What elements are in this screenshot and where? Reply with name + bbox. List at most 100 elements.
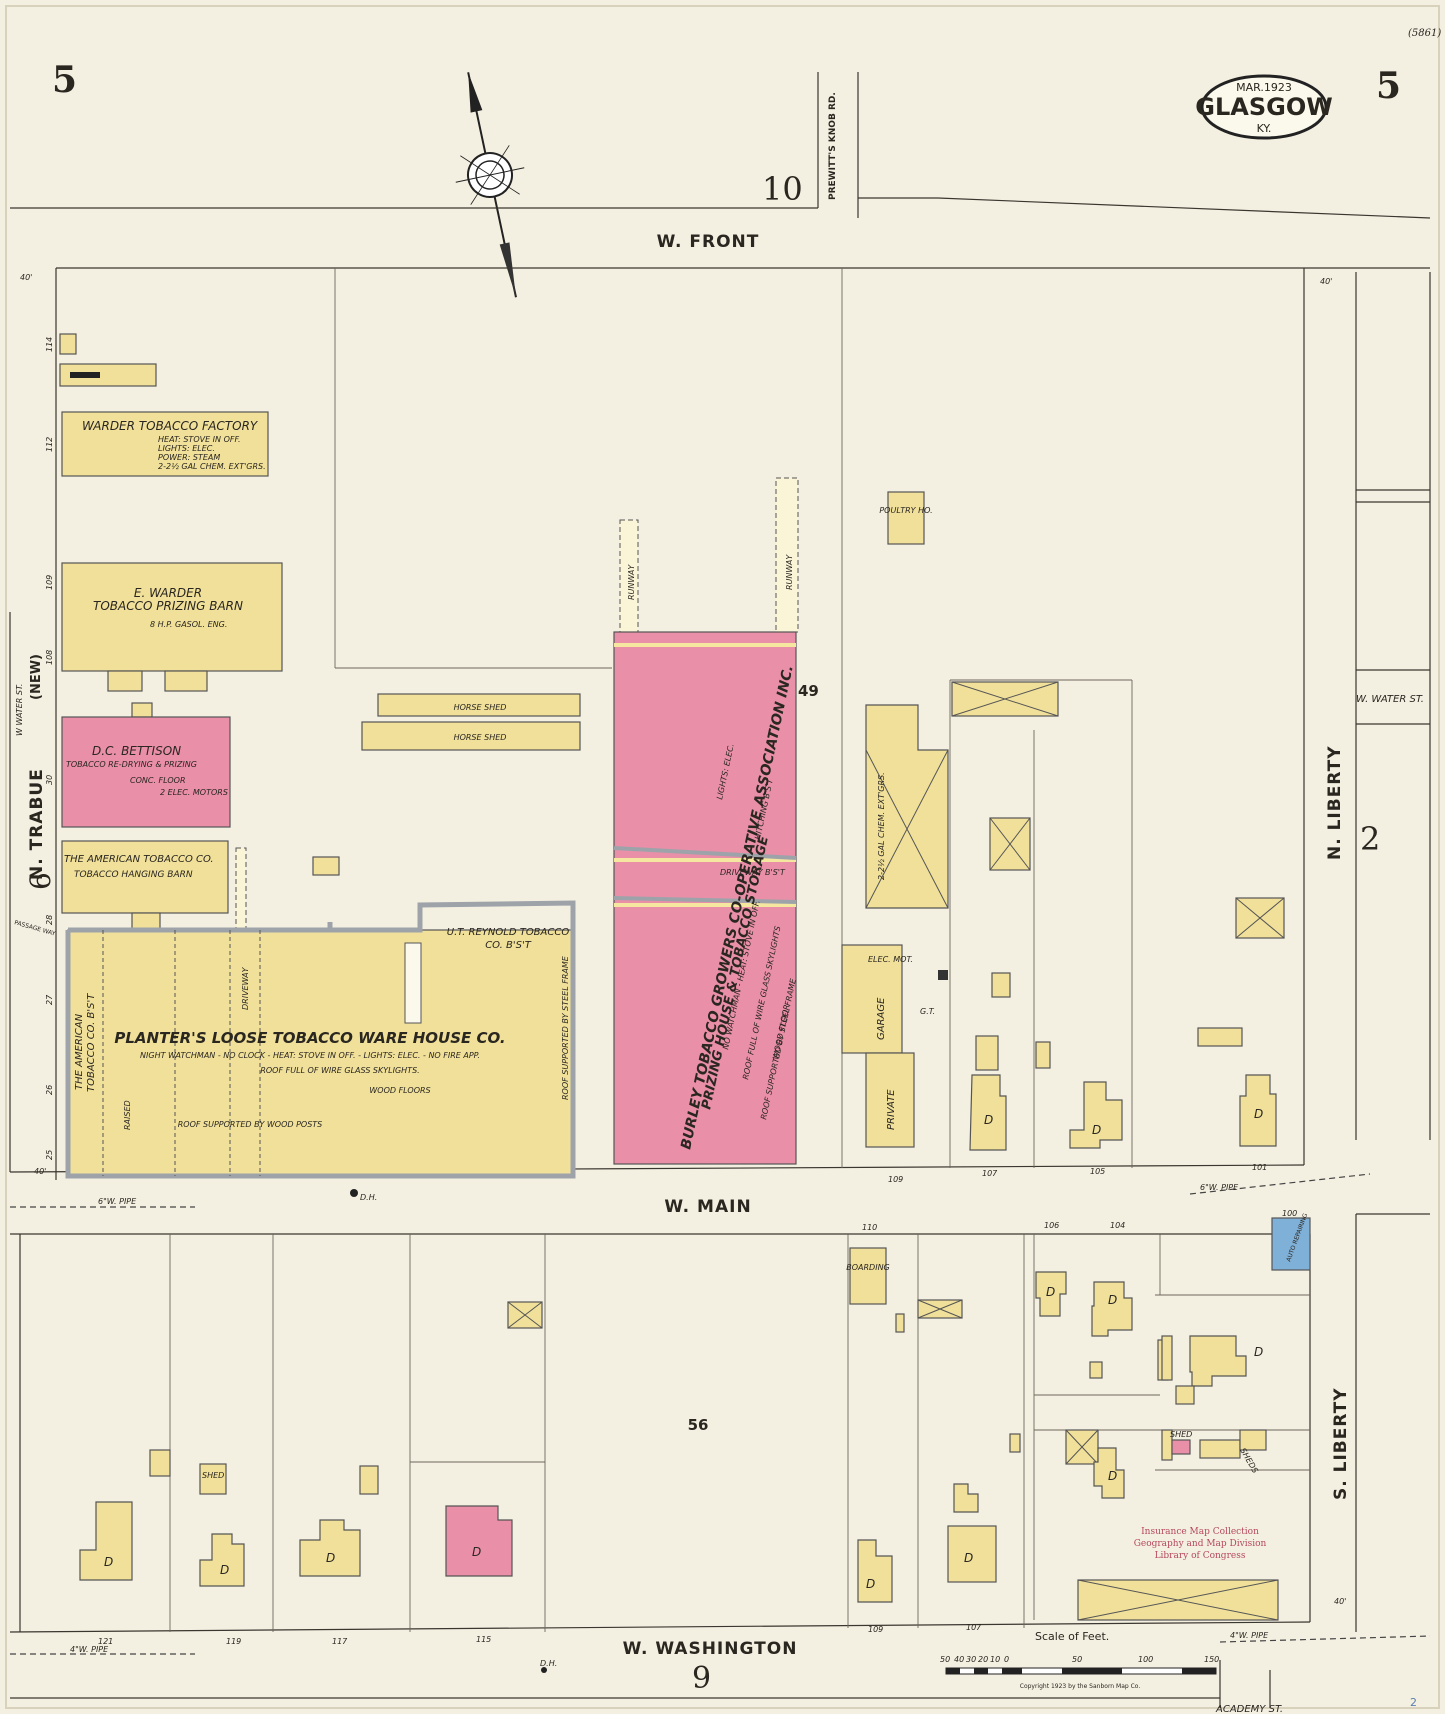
chem-note: 2-2½ GAL CHEM. EXT'GRS. [877,772,886,880]
planters-name: PLANTER'S LOOSE TOBACCO WARE HOUSE CO. [114,1029,505,1047]
house-number: 119 [226,1637,241,1646]
city-cartouche: MAR.1923 GLASGOW KY. [1195,74,1333,140]
street-label-academy: ACADEMY ST. [1215,1704,1283,1714]
pipe-label-wash-east: 4"W. PIPE [1230,1631,1269,1640]
warder-tobacco-factory: WARDER TOBACCO FACTORY HEAT: STOVE IN OF… [61,411,269,477]
outbuilding [1197,1027,1243,1047]
house-number: 108 [45,650,54,665]
street-label-n-liberty: N. LIBERTY [1325,745,1345,860]
planters-raised: RAISED [123,1100,132,1130]
adjacent-sheet-east: 2 [1360,820,1380,858]
factory-note: LIGHTS: ELEC. [158,444,215,453]
large-shed-cross: 2-2½ GAL CHEM. EXT'GRS. [865,704,949,909]
burley-driveway: DRIVEWAY B'S'T [720,868,786,877]
house-number: 109 [888,1175,903,1184]
dwelling: D [1189,1335,1263,1387]
house-number: 114 [45,337,54,352]
bettison-name: D.C. BETTISON [92,744,181,758]
outbuilding [1161,1335,1173,1381]
horse-sheds: HORSE SHED HORSE SHED [361,693,581,751]
adjacent-sheet-north: 10 [762,170,803,208]
reynolds-sub: CO. B'S'T [485,940,532,951]
stamp-line: Insurance Map Collection [1141,1527,1259,1537]
house-number: 28 [45,915,54,925]
small-shed [312,856,340,876]
dwelling-label: D [1254,1345,1263,1359]
house-number: 109 [868,1625,883,1634]
engine-house [59,363,157,387]
planters-warehouse: PLANTER'S LOOSE TOBACCO WARE HOUSE CO. N… [65,900,576,1179]
scale-tick: 150 [1204,1655,1219,1664]
street-label-water-east: W. WATER ST. [1356,694,1424,705]
scale-tick: 50 [940,1655,950,1664]
cartouche-state: KY. [1257,122,1272,135]
dwelling: D [1091,1281,1133,1337]
dwelling-label: D [984,1113,993,1127]
sheet-number-left: 5 [52,59,77,101]
width-label: 40' [1320,277,1332,286]
copyright: Copyright 1923 by the Sanborn Map Co. [1020,1683,1141,1690]
adjacent-sheet-south: 9 [692,1661,711,1696]
street-label-trabue-new: (NEW) [29,654,44,700]
runway-label: RUNWAY [627,564,636,600]
stamp-line: Geography and Map Division [1134,1539,1267,1549]
house-number: 100 [1282,1209,1297,1218]
private-label: PRIVATE [886,1089,897,1130]
dwelling-label: D [1092,1123,1101,1137]
planters-note: ROOF FULL OF WIRE GLASS SKYLIGHTS. [260,1066,419,1075]
engine-icon [70,372,100,378]
outbuilding [895,1313,905,1333]
horse-shed-label: HORSE SHED [454,703,507,712]
house-number: 25 [45,1150,54,1160]
dwelling: D [79,1501,133,1581]
planters-posts: ROOF SUPPORTED BY WOOD POSTS [178,1120,323,1129]
scale-bar: Scale of Feet. 50 40 30 20 10 0 50 100 1… [940,1630,1219,1690]
long-shed-south [1077,1579,1279,1621]
outbuilding [991,972,1011,998]
outbuilding [149,1449,171,1477]
factory-name: WARDER TOBACCO FACTORY [82,419,259,433]
dwelling [953,1483,979,1513]
dc-bettison-building: D.C. BETTISON TOBACCO RE-DRYING & PRIZIN… [61,702,231,828]
outbuilding [359,1465,379,1495]
width-label: 40' [1334,1597,1346,1606]
pipe-label-main-east: 6"W. PIPE [1200,1183,1239,1192]
house-number: 107 [966,1623,982,1632]
gas-tank-icon [938,970,948,980]
bettison-sub: TOBACCO RE-DRYING & PRIZING [66,760,197,769]
street-label-prewitt: PREWITT'S KNOB RD. [828,92,838,200]
width-label: 40' [34,1167,46,1176]
stamp-line: Library of Congress [1155,1551,1246,1561]
dwelling-label: D [964,1551,973,1565]
planters-note: NIGHT WATCHMAN - NO CLOCK - HEAT: STOVE … [140,1051,480,1060]
corner-reference: (5861) [1408,28,1441,39]
house-number: 110 [862,1223,877,1232]
american-bst-name: THE AMERICAN [74,1013,85,1090]
elec-mot-label: ELEC. MOT. [868,955,913,964]
block-number-north: 49 [798,682,819,700]
pipe-label-main-west: 6"W. PIPE [98,1197,137,1206]
house-number: 121 [98,1637,113,1646]
house-number: 104 [1110,1221,1125,1230]
trabue-house-numbers: 114 112 109 108 30 28 27 26 25 [45,337,54,1160]
street-label-n-trabue: N. TRABUE [27,768,47,880]
street-label-water-west: W WATER ST. [15,684,24,736]
house-number: 27 [45,994,54,1005]
runway [235,847,247,929]
dwelling: D [299,1519,361,1577]
street-label-w-front: W. FRONT [657,232,760,252]
horse-shed-label: HORSE SHED [454,733,507,742]
factory-note: HEAT: STOVE IN OFF. [158,435,241,444]
dwelling: D [969,1074,1007,1151]
street-label-w-washington: W. WASHINGTON [623,1639,798,1659]
bettison-note: 2 ELEC. MOTORS [160,788,228,797]
house-number: 117 [332,1637,348,1646]
burley-tobacco-building: BURLEY TOBACCO GROWERS CO-OPERATIVE ASSO… [613,631,798,1165]
cartouche-date: MAR.1923 [1236,81,1292,94]
house-number: 30 [45,775,54,785]
dwelling-label: D [104,1555,113,1569]
house-number: 106 [1044,1221,1059,1230]
dwelling: D [1093,1447,1125,1499]
dwelling-label: D [220,1563,229,1577]
